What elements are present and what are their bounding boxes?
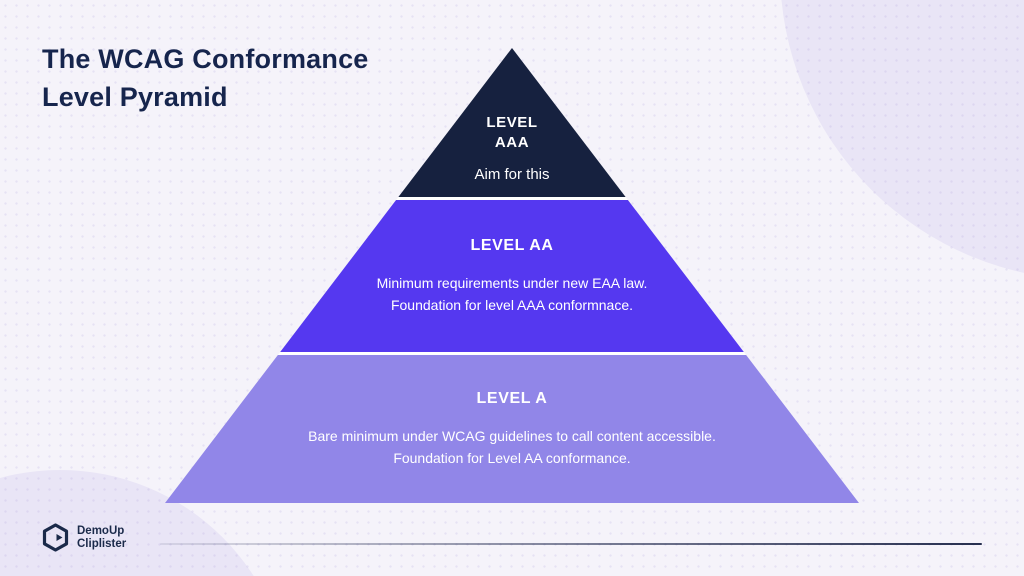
tier-a-description: Bare minimum under WCAG guidelines to ca… (308, 428, 716, 466)
tier-aa-description: Minimum requirements under new EAA law. … (376, 275, 648, 313)
logo-brand-line-2: Cliplister (77, 537, 127, 550)
tier-a-label: LEVEL A (476, 390, 548, 407)
decor-circle-top-right (780, 0, 1024, 280)
page-title-line-2: Level Pyramid (42, 82, 228, 112)
pyramid-tier-level-a: LEVEL A Bare minimum under WCAG guidelin… (165, 355, 859, 503)
logo-wordmark: DemoUp Cliplister (77, 525, 126, 551)
hexagon-play-icon (42, 523, 69, 552)
pyramid-tier-level-aa: LEVEL AA Minimum requirements under new … (165, 200, 859, 352)
tier-aa-label: LEVEL AA (470, 237, 554, 254)
page-title: The WCAG Conformance Level Pyramid (42, 40, 369, 116)
wcag-conformance-pyramid: LEVEL AAA Aim for this LEVEL AA Minimum … (165, 48, 859, 503)
demoup-cliplister-logo: DemoUp Cliplister (42, 523, 126, 552)
page-title-line-1: The WCAG Conformance (42, 44, 369, 74)
footer-divider-line (160, 543, 982, 545)
tier-aaa-description: Aim for this (474, 166, 550, 183)
logo-brand-line-1: DemoUp (77, 524, 125, 537)
tier-aaa-label: LEVEL AAA (486, 114, 538, 151)
